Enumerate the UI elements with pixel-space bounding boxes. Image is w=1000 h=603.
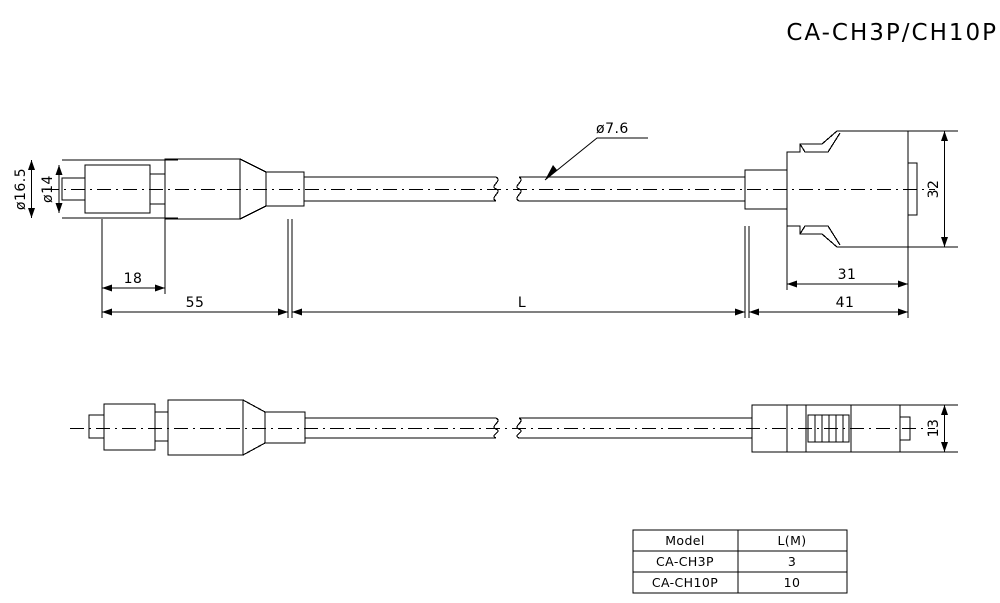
dimension-32-label: 32 xyxy=(926,180,942,199)
dimension-dia-14-label: ø14 xyxy=(40,175,56,203)
dimension-55: 55 xyxy=(101,219,289,318)
dimension-18: 18 xyxy=(101,219,166,294)
table-header-model: Model xyxy=(665,533,705,548)
dimension-32: 32 xyxy=(908,130,958,248)
table-row-model-1: CA-CH10P xyxy=(652,575,718,590)
dimension-31-label: 31 xyxy=(838,267,857,283)
dimension-dia-16-5-label: ø16.5 xyxy=(13,168,29,210)
dimension-L: L xyxy=(291,219,746,318)
table-row-length-1: 10 xyxy=(784,575,801,590)
table-row-length-0: 3 xyxy=(788,554,796,569)
dimension-31: 31 xyxy=(786,226,909,318)
drawing-title: CA-CH3P/CH10P xyxy=(786,20,998,46)
callout-dia-7-6-label: ø7.6 xyxy=(596,121,629,137)
dimension-dia-16-5: ø16.5 xyxy=(13,159,178,219)
dimension-55-label: 55 xyxy=(186,295,205,311)
left-connector-bottom-view xyxy=(88,399,306,456)
table-header-length: L(M) xyxy=(777,533,806,548)
dimension-41-label: 41 xyxy=(836,295,855,311)
dimension-dia-14: ø14 xyxy=(40,165,63,213)
bottom-view: 13 xyxy=(70,399,958,456)
table-row-model-0: CA-CH3P xyxy=(656,554,714,569)
dimension-13-label: 13 xyxy=(926,419,942,438)
top-view: ø16.5 ø14 18 55 xyxy=(13,121,958,318)
dimension-41: 41 xyxy=(748,226,908,318)
dimension-18-label: 18 xyxy=(124,271,143,287)
cable-right-segment-bottom-view xyxy=(516,417,752,439)
dimension-L-label: L xyxy=(518,295,526,311)
dimension-13: 13 xyxy=(900,404,958,453)
callout-dia-7-6: ø7.6 xyxy=(544,121,648,181)
model-table: Model L(M) CA-CH3P 3 CA-CH10P 10 xyxy=(632,529,848,594)
